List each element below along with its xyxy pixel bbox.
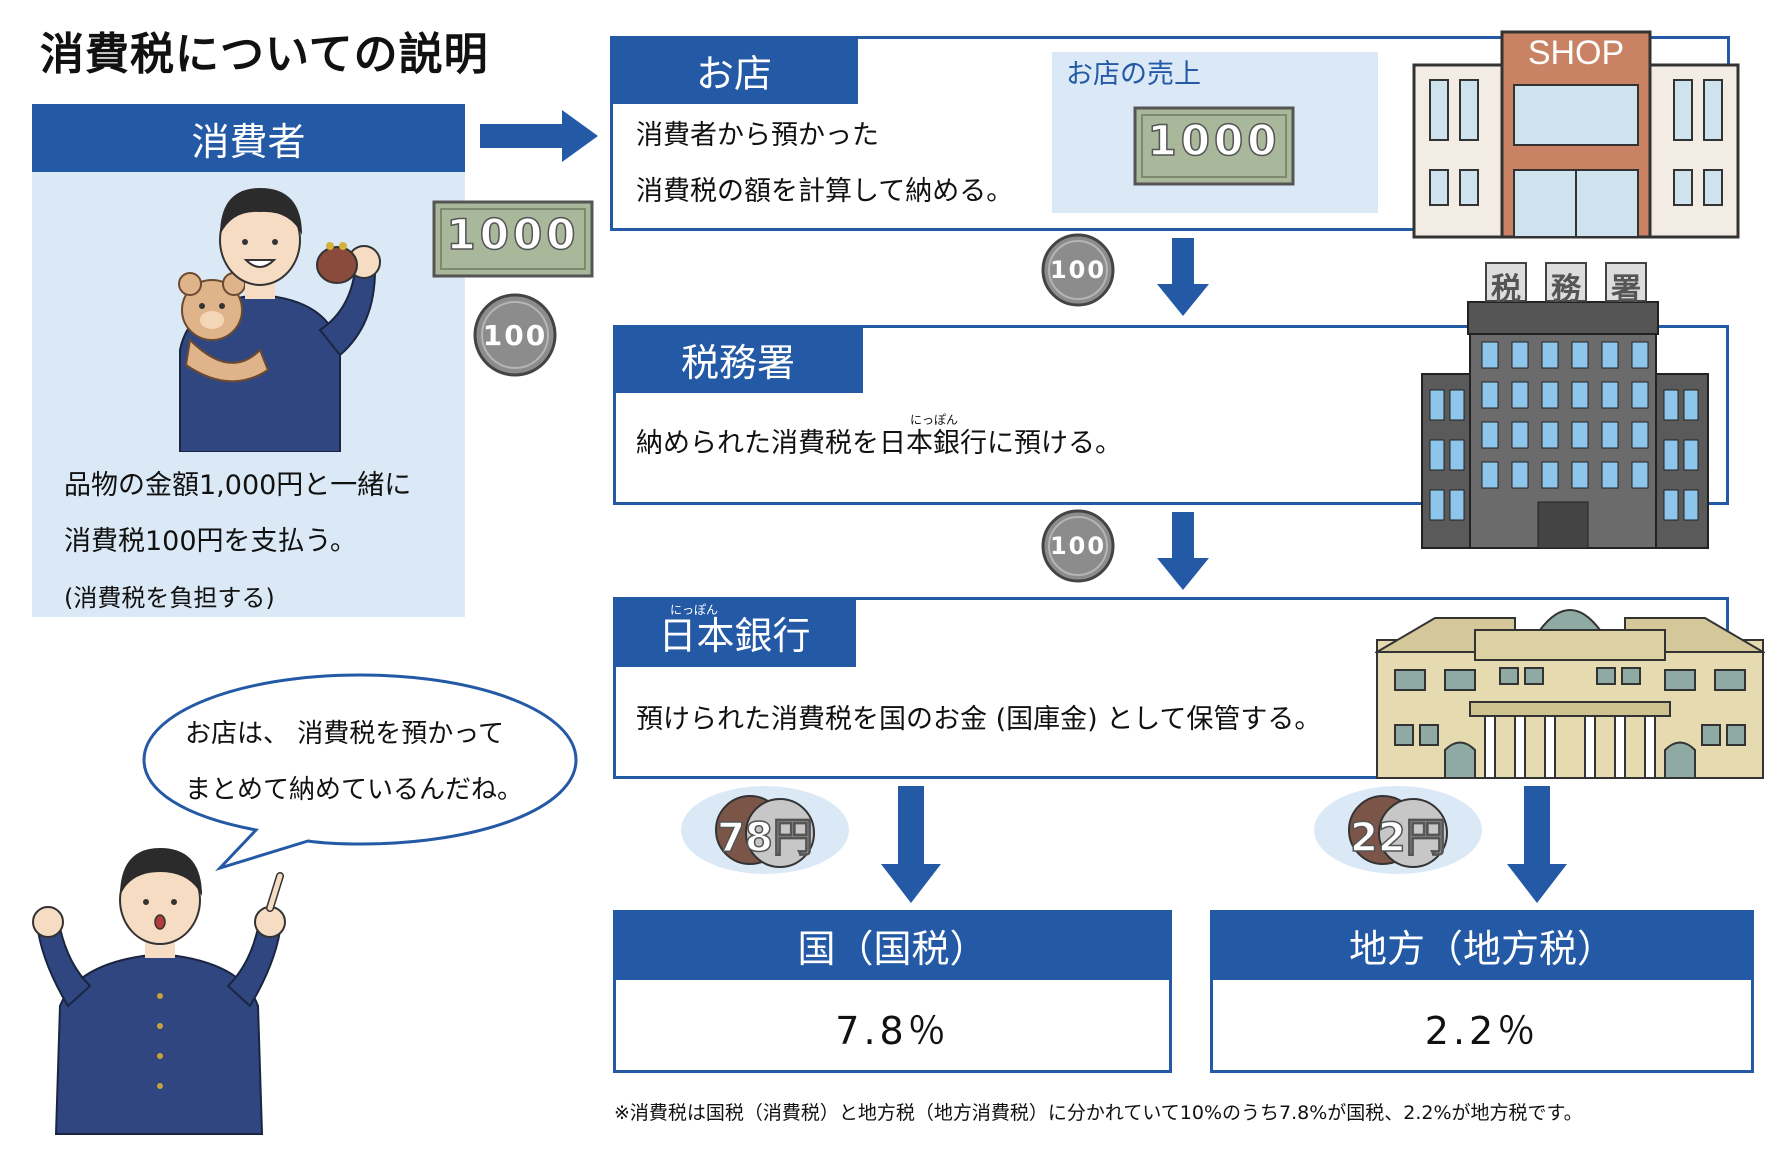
store-sales-label: お店の売上 [1066,59,1201,90]
speech-text: お店は、 消費税を預かって まとめて納めているんだね。 [185,706,523,818]
tax-office-header: 税務署 [613,325,863,393]
bill-icon: 1000 [432,200,594,278]
tax-office-sign-char: 署 [1605,262,1647,307]
national-header: 国（国税） [613,910,1172,980]
consumer-line-3: (消費税を負担する) [64,584,275,612]
store-description: 消費者から預かった 消費税の額を計算して納める。 [636,108,1013,220]
store-bill-icon: 1000 [1133,106,1295,186]
speech-line-2: まとめて納めているんだね。 [185,775,524,805]
consumer-description: 品物の金額1,000円と一緒に 消費税100円を支払う。 (消費税を負担する) [64,458,464,626]
national-coin-icon: 78円 [680,785,850,875]
bank-header: 日本銀行 [613,597,856,667]
arrow-down-icon [1507,786,1567,903]
tax-office-sign-char: 務 [1545,262,1587,307]
coin-icon: 100 [472,292,558,378]
store-bill-amount: 1000 [1147,115,1281,166]
tax-office-sign-char: 税 [1485,262,1527,307]
page-title: 消費税についての説明 [40,29,489,80]
consumer-line-1: 品物の金額1,000円と一緒に [64,470,412,501]
bank-ruby: にっぽん [670,603,719,617]
coin-amount: 100 [1049,532,1107,560]
local-percent: 2.2％ [1424,1009,1540,1053]
store-header: お店 [610,36,858,104]
shop-sign: SHOP [1527,34,1625,72]
bill-amount: 1000 [446,209,580,260]
tax-office-ruby: にっぽん [910,413,959,427]
store-line-2: 消費税の額を計算して納める。 [636,176,1014,207]
coin-icon: 100 [1040,232,1116,308]
arrow-down-icon [1157,238,1209,316]
coin-amount: 100 [482,319,548,352]
bank-description: 預けられた消費税を国のお金 (国庫金) として保管する。 [636,704,1322,735]
arrow-down-icon [881,786,941,903]
shop-building-icon: SHOP [1412,30,1740,240]
tax-office-description: 納められた消費税を日本銀行に預ける。 [636,428,1122,459]
coin-amount: 100 [1049,256,1107,284]
local-coin-icon: 22円 [1313,785,1483,875]
speech-bubble [142,673,578,872]
local-coin-amount: 22円 [1349,814,1446,862]
consumer-line-2: 消費税100円を支払う。 [64,526,357,557]
explaining-student-icon [32,848,286,1135]
footnote: ※消費税は国税（消費税）と地方税（地方消費税）に分かれていて10%のうち7.8%… [614,1102,1583,1124]
tax-office-sign: 税 務 署 [1476,262,1656,307]
coin-icon: 100 [1040,508,1116,584]
speech-line-1: お店は、 消費税を預かって [185,719,504,749]
national-coin-amount: 78円 [716,814,813,862]
arrow-right-icon [480,110,598,162]
arrow-down-icon [1157,512,1209,590]
bank-building-icon [1375,609,1765,779]
national-percent: 7.8％ [835,1009,950,1053]
consumer-header: 消費者 [32,104,465,172]
store-line-1: 消費者から預かった [636,120,879,151]
consumer-student-icon [178,188,381,452]
tax-office-building-icon: 税 務 署 [1420,262,1710,550]
local-header: 地方（地方税） [1210,910,1754,980]
